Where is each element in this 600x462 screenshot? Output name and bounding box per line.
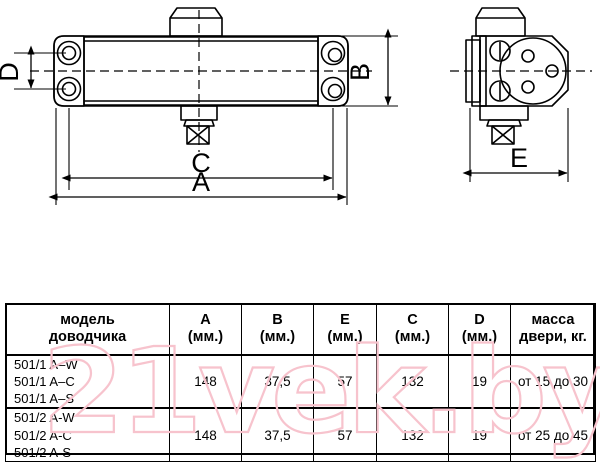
dimension-label-d: D — [0, 62, 24, 82]
cell-e: 57 — [313, 407, 377, 462]
cell-a: 148 — [169, 407, 242, 462]
front-view — [53, 7, 349, 145]
column-header-model: модель доводчика — [5, 303, 170, 356]
cell-d: 19 — [448, 407, 511, 462]
cell-model: 501/2 A-W 501/2 A-C 501/2 A-S — [5, 407, 170, 462]
technical-drawing: D B C A E — [0, 7, 592, 205]
side-view — [465, 7, 569, 145]
dimension-c — [61, 108, 334, 190]
cell-mass: от 25 до 45 — [510, 407, 596, 462]
column-header-a: A (мм.) — [169, 303, 242, 356]
cell-model: 501/1 A–W 501/1 A–C 501/1 A–S — [5, 354, 170, 410]
cell-mass: от 15 до 30 — [510, 354, 596, 410]
drawing-canvas: D B C A E — [0, 7, 592, 205]
dimension-label-c: C — [191, 148, 211, 178]
table-row: 501/2 A-W 501/2 A-C 501/2 A-S 148 37,5 5… — [5, 407, 596, 462]
cell-e: 57 — [313, 354, 377, 410]
cell-b: 37,5 — [241, 354, 314, 410]
table-row: 501/1 A–W 501/1 A–C 501/1 A–S 148 37,5 5… — [5, 354, 596, 410]
cell-d: 19 — [448, 354, 511, 410]
dimension-a — [48, 108, 348, 205]
table-header-row: модель доводчика A (мм.) B (мм.) E (мм.)… — [5, 303, 596, 356]
cell-c: 132 — [376, 354, 449, 410]
dimension-e — [462, 108, 569, 182]
dimension-b — [340, 28, 398, 107]
column-header-b: B (мм.) — [241, 303, 314, 356]
cell-c: 132 — [376, 407, 449, 462]
dimension-label-e: E — [510, 143, 528, 173]
dimension-label-a: A — [192, 167, 210, 197]
dimension-label-b: B — [345, 63, 375, 81]
centerline-front — [30, 10, 372, 152]
column-header-mass: масса двери, кг. — [510, 303, 596, 356]
column-header-c: C (мм.) — [376, 303, 449, 356]
column-header-e: E (мм.) — [313, 303, 377, 356]
cell-a: 148 — [169, 354, 242, 410]
cell-b: 37,5 — [241, 407, 314, 462]
dimension-d — [14, 45, 66, 90]
specification-table-container: модель доводчика A (мм.) B (мм.) E (мм.)… — [5, 303, 596, 462]
specification-table: модель доводчика A (мм.) B (мм.) E (мм.)… — [5, 303, 596, 462]
column-header-d: D (мм.) — [448, 303, 511, 356]
